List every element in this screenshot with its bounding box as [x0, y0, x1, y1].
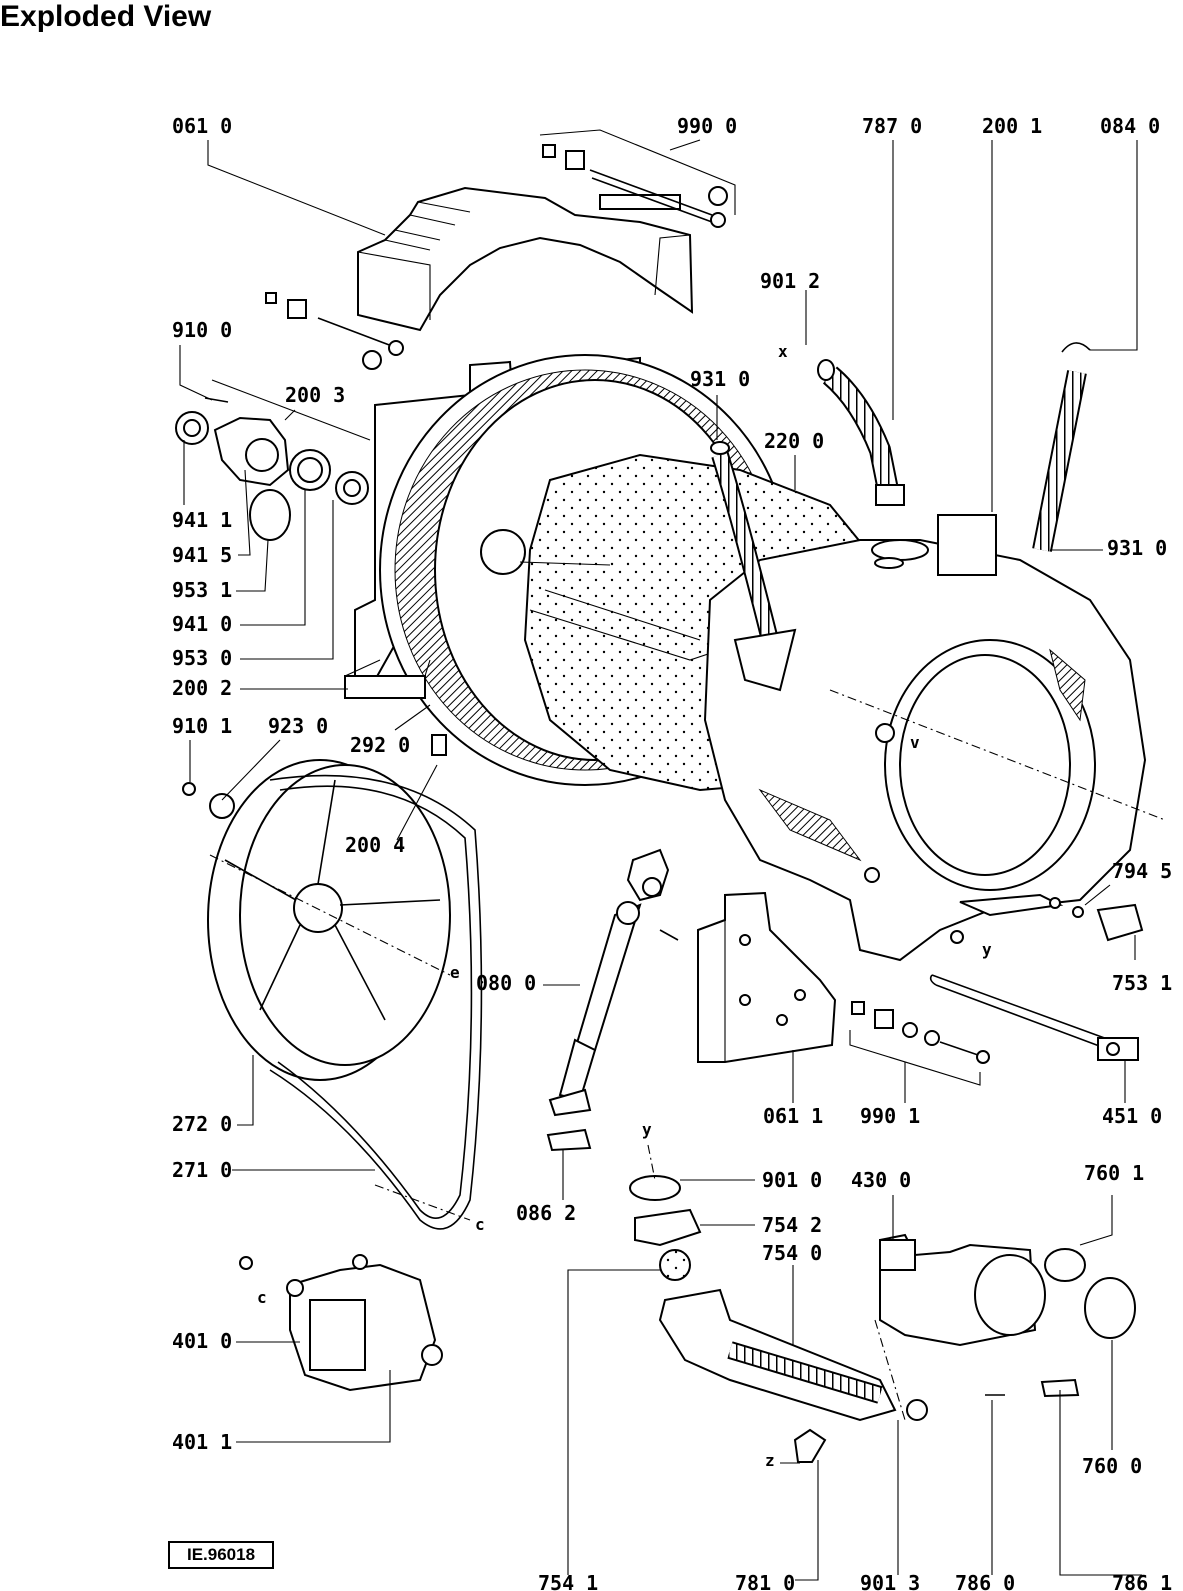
label-200-1: 200 1 [982, 114, 1042, 138]
label-787-0: 787 0 [862, 114, 922, 138]
label-200-4: 200 4 [345, 833, 405, 857]
top-screw-set [265, 144, 728, 370]
label-753-1: 753 1 [1112, 971, 1172, 995]
thermostat-part [1049, 897, 1144, 942]
label-786-0: 786 0 [955, 1571, 1015, 1591]
label-084-0: 084 0 [1100, 114, 1160, 138]
label-953-0: 953 0 [172, 646, 232, 670]
label-931-0-right: 931 0 [1107, 536, 1167, 560]
bellows-hose-part [817, 359, 905, 506]
letter-x: x [778, 342, 788, 361]
top-cover-part [357, 186, 694, 332]
label-781-0: 781 0 [735, 1571, 795, 1591]
label-760-1: 760 1 [1084, 1161, 1144, 1185]
label-760-0: 760 0 [1082, 1454, 1142, 1478]
label-754-1: 754 1 [538, 1571, 598, 1591]
label-401-1: 401 1 [172, 1430, 232, 1454]
label-401-0: 401 0 [172, 1329, 232, 1353]
motor-part [239, 1254, 443, 1392]
letter-c-motor: c [257, 1288, 267, 1307]
pump-part [629, 1175, 1136, 1463]
label-080-0: 080 0 [476, 971, 536, 995]
label-990-1: 990 1 [860, 1104, 920, 1128]
leader-lines [179, 129, 1142, 1581]
label-910-1: 910 1 [172, 714, 232, 738]
label-086-2: 086 2 [516, 1201, 576, 1225]
label-430-0: 430 0 [851, 1168, 911, 1192]
counterweight-part [697, 891, 837, 1063]
connection-letters: x v y e c y c z [257, 342, 992, 1470]
label-200-2: 200 2 [172, 676, 232, 700]
letter-z: z [765, 1451, 775, 1470]
label-910-0: 910 0 [172, 318, 232, 342]
label-990-0: 990 0 [677, 114, 737, 138]
reference-code-box: IE.96018 [168, 1541, 274, 1569]
drum-hose-part [710, 441, 797, 692]
letter-e: e [450, 963, 460, 982]
label-786-1: 786 1 [1112, 1571, 1172, 1591]
heater-part [929, 974, 1139, 1061]
label-272-0: 272 0 [172, 1112, 232, 1136]
label-200-3: 200 3 [285, 383, 345, 407]
label-901-3: 901 3 [860, 1571, 920, 1591]
label-754-2: 754 2 [762, 1213, 822, 1237]
label-923-0: 923 0 [268, 714, 328, 738]
label-953-1: 953 1 [172, 578, 232, 602]
page-title: Exploded View [0, 0, 212, 33]
pulley-part [182, 759, 451, 1081]
label-061-1: 061 1 [763, 1104, 823, 1128]
label-271-0: 271 0 [172, 1158, 232, 1182]
front-tub-part [703, 514, 1166, 962]
letter-c-belt: c [475, 1215, 485, 1234]
shock-absorber-part [546, 848, 679, 1152]
overflow-spring-part [1032, 342, 1091, 552]
label-754-0: 754 0 [762, 1241, 822, 1265]
label-941-1: 941 1 [172, 508, 232, 532]
drive-belt-part [269, 774, 483, 1230]
counterweight-screw-set [851, 1001, 990, 1064]
label-220-0: 220 0 [764, 429, 824, 453]
label-931-0-left: 931 0 [690, 367, 750, 391]
label-941-0: 941 0 [172, 612, 232, 636]
letter-y-bottom: y [642, 1120, 652, 1139]
label-901-2: 901 2 [760, 269, 820, 293]
letter-v: v [910, 733, 920, 752]
label-794-5: 794 5 [1112, 859, 1172, 883]
label-292-0: 292 0 [350, 733, 410, 757]
label-451-0: 451 0 [1102, 1104, 1162, 1128]
label-901-0: 901 0 [762, 1168, 822, 1192]
letter-y-top: y [982, 940, 992, 959]
part-number-labels: 061 0 990 0 787 0 200 1 084 0 901 2 910 … [172, 114, 1172, 1591]
label-061-0: 061 0 [172, 114, 232, 138]
bearing-set-part [175, 397, 369, 541]
label-941-5: 941 5 [172, 543, 232, 567]
